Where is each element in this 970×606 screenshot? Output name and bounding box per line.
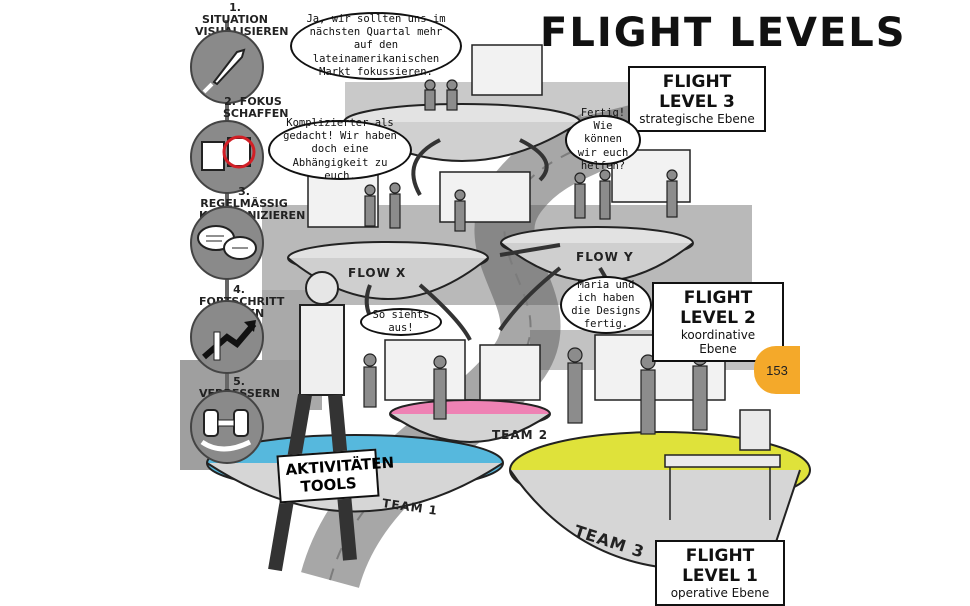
documents-icon: [201, 135, 256, 171]
flight-level-2-title: FLIGHT LEVEL 2: [680, 288, 756, 328]
speech-bubble-looks: So siehts aus!: [360, 308, 442, 336]
team-2-label: TEAM 2: [492, 428, 549, 442]
step-5-circle: [190, 390, 264, 464]
step-2-label: 2. FOKUS SCHAFFEN: [223, 95, 289, 121]
dumbbell-icon: [200, 409, 252, 452]
step-1-circle: [190, 30, 264, 104]
speech-bubbles-icon: [197, 225, 257, 260]
flow-x-label: FLOW X: [348, 266, 407, 280]
flow-y-label: FLOW Y: [576, 250, 634, 264]
flight-level-2-label: FLIGHT LEVEL 2 koordinative Ebene: [652, 282, 784, 362]
flight-level-1-subtitle: operative Ebene: [670, 586, 770, 600]
flight-level-1-title: FLIGHT LEVEL 1: [682, 546, 758, 586]
speech-bubble-complicated: Komplizierter als gedacht! Wir haben doc…: [268, 117, 412, 182]
speech-bubble-done: Fertig! Wie können wir euch helfen?: [565, 107, 641, 172]
step-3-circle: [190, 206, 264, 280]
rocket-icon: [202, 48, 246, 94]
flight-level-2-subtitle: koordinative Ebene: [680, 328, 756, 356]
activities-tools-sign: AKTIVITÄTEN TOOLS: [276, 448, 395, 504]
flight-level-3-subtitle: strategische Ebene: [639, 112, 755, 126]
growth-arrow-icon: [202, 320, 257, 361]
flight-level-3-label: FLIGHT LEVEL 3 strategische Ebene: [628, 66, 766, 132]
step-2-circle: [190, 120, 264, 194]
page-number-tab: 153: [754, 346, 800, 394]
step-4-circle: [190, 300, 264, 374]
speech-bubble-strategy: Ja, wir sollten uns im nächsten Quartal …: [290, 12, 462, 80]
flight-level-1-label: FLIGHT LEVEL 1 operative Ebene: [655, 540, 785, 606]
speech-bubble-maria: Maria und ich haben die Designs fertig.: [560, 276, 652, 334]
steps-column: 1. SITUATION VISUALISIEREN 2. FOKUS SCHA…: [185, 0, 305, 470]
flight-level-3-title: FLIGHT LEVEL 3: [659, 72, 735, 112]
page-title: FLIGHT LEVELS: [540, 10, 907, 56]
